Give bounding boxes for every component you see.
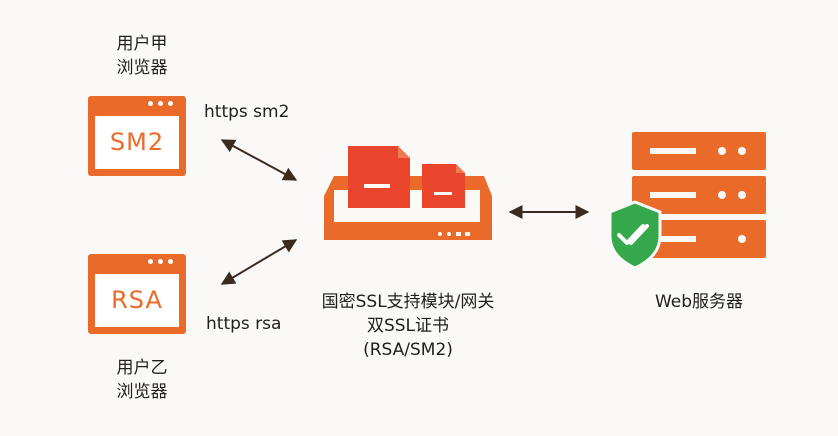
- client-b-label: 用户乙 浏览器: [102, 356, 182, 404]
- window-dots-icon: [148, 259, 173, 264]
- certificate-icon: [422, 164, 465, 208]
- gateway-label: 国密SSL支持模块/网关 双SSL证书 (RSA/SM2): [318, 290, 498, 362]
- browser-window-icon: SM2: [88, 96, 186, 176]
- client-a-type: 浏览器: [116, 58, 168, 78]
- browser-window-icon: RSA: [88, 254, 186, 334]
- link-b-label: https rsa: [206, 314, 282, 334]
- client-a-label: 用户甲 浏览器: [102, 32, 182, 80]
- client-a-protocol-badge: SM2: [109, 128, 165, 156]
- window-dots-icon: [148, 101, 173, 106]
- client-a-name: 用户甲: [116, 34, 168, 54]
- gateway-certificate-types: (RSA/SM2): [363, 340, 453, 360]
- server-rack-icon: [632, 132, 766, 258]
- client-b-protocol-badge: RSA: [111, 286, 163, 314]
- client-b-type: 浏览器: [116, 382, 168, 402]
- gateway-name: 国密SSL支持模块/网关: [321, 292, 495, 312]
- gateway-certificates: 双SSL证书: [366, 316, 450, 336]
- client-b-name: 用户乙: [116, 358, 168, 378]
- server-label: Web服务器: [654, 292, 744, 312]
- link-a-arrow: [220, 139, 298, 181]
- security-shield-icon: [608, 200, 662, 270]
- link-a-label: https sm2: [204, 102, 290, 122]
- link-b-arrow: [220, 239, 298, 285]
- certificate-icon: [348, 146, 410, 208]
